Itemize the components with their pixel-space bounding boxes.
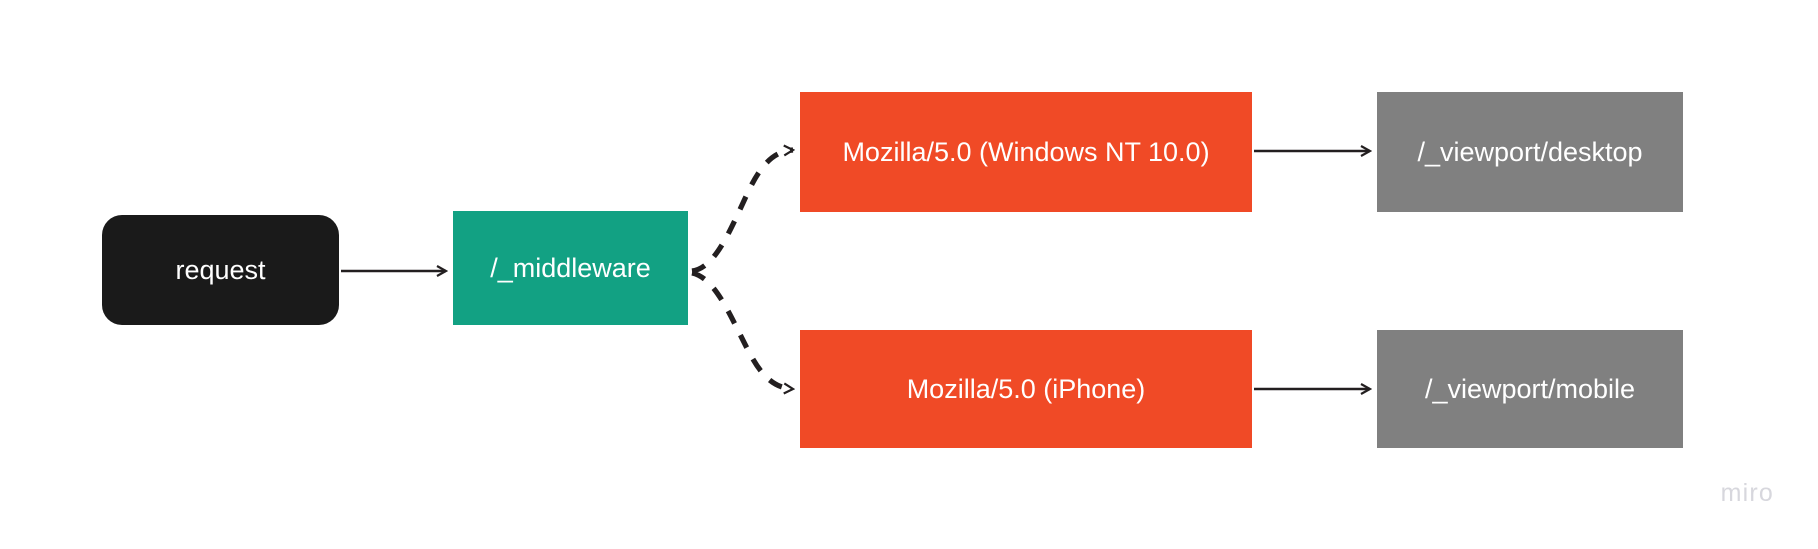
node-viewport-desktop[interactable]: /_viewport/desktop: [1377, 92, 1683, 212]
node-user-agent-desktop[interactable]: Mozilla/5.0 (Windows NT 10.0): [800, 92, 1252, 212]
node-request[interactable]: request: [102, 215, 339, 325]
node-user-agent-mobile-label: Mozilla/5.0 (iPhone): [906, 373, 1146, 404]
edge-middleware-to-ua-mobile: [691, 270, 793, 389]
edge-middleware-to-ua-desktop: [691, 150, 793, 274]
node-request-label: request: [175, 254, 266, 285]
node-user-agent-desktop-label: Mozilla/5.0 (Windows NT 10.0): [842, 136, 1210, 167]
node-viewport-desktop-label: /_viewport/desktop: [1417, 136, 1643, 167]
node-middleware-label: /_middleware: [490, 252, 651, 283]
miro-watermark: miro: [1720, 479, 1774, 507]
node-viewport-mobile-label: /_viewport/mobile: [1424, 373, 1636, 404]
node-viewport-mobile[interactable]: /_viewport/mobile: [1377, 330, 1683, 448]
node-middleware[interactable]: /_middleware: [453, 211, 688, 325]
node-user-agent-mobile[interactable]: Mozilla/5.0 (iPhone): [800, 330, 1252, 448]
